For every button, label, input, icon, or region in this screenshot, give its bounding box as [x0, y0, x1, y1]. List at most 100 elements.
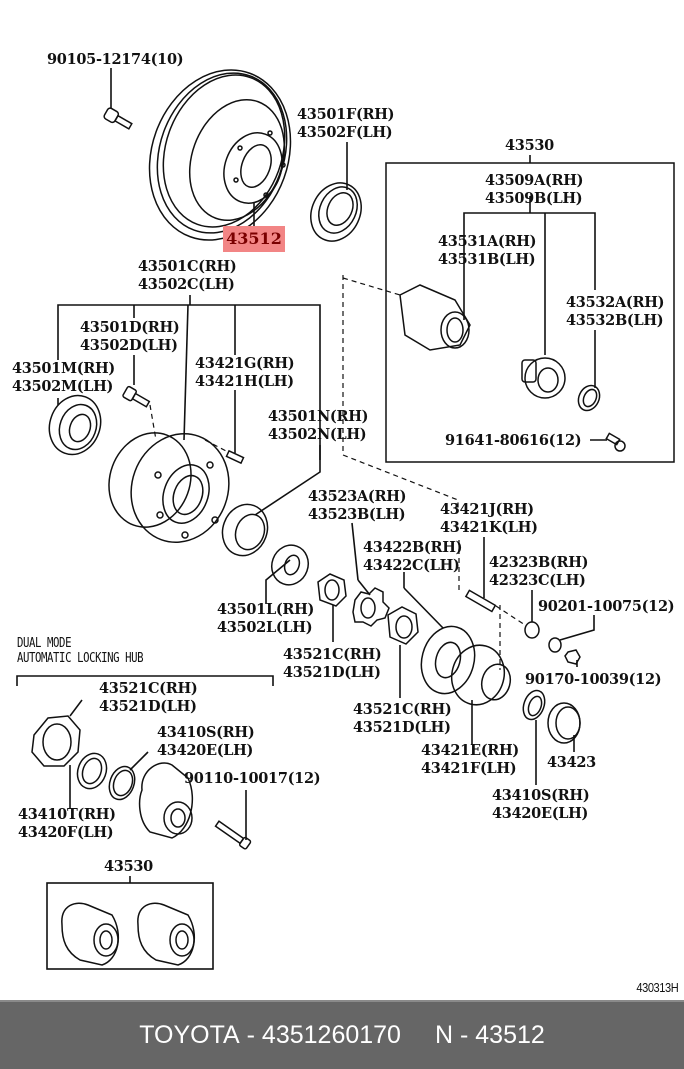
axle-hub: [108, 432, 230, 543]
note-line: DUAL MODE: [17, 636, 72, 651]
bearing-outer: [48, 394, 102, 456]
part-number: 43532A(RH): [566, 294, 665, 311]
part-label[interactable]: 43421G(RH)43421H(LH): [195, 355, 295, 390]
lock-nut: [31, 715, 81, 767]
part-number: 43523A(RH): [308, 488, 407, 505]
locking-hub-kit: [61, 902, 196, 966]
part-number: 43502M(LH): [12, 377, 114, 395]
part-number: 43502L(LH): [217, 618, 313, 636]
part-number: 43421H(LH): [195, 372, 294, 390]
part-number: 43502N(LH): [268, 425, 367, 443]
part-label[interactable]: 42323B(RH)42323C(LH): [489, 554, 588, 589]
part-label[interactable]: 43422B(RH)43422C(LH): [363, 539, 462, 574]
bolt-icon: [605, 432, 626, 452]
part-number: 43410T(RH): [18, 806, 116, 823]
brake-disc-rotor: [148, 69, 292, 241]
washer-icon: [524, 621, 540, 639]
note-line: AUTOMATIC LOCKING HUB: [17, 651, 144, 666]
part-number: 43531A(RH): [438, 233, 537, 250]
part-number: 43420F(LH): [18, 823, 114, 841]
part-number: 43521C(RH): [283, 646, 382, 663]
lock-nut: [317, 573, 347, 607]
part-number: 43523B(LH): [308, 505, 406, 523]
part-number: 43410S(RH): [492, 787, 590, 804]
part-number: 90105-12174(10): [47, 51, 184, 68]
part-label[interactable]: 43421E(RH)43421F(LH): [421, 742, 519, 777]
nut-icon: [564, 649, 581, 665]
illustration-code: 430313H: [636, 980, 678, 995]
part-number: 90170-10039(12): [525, 671, 662, 688]
part-number: 43502F(LH): [297, 123, 393, 141]
snap-ring: [522, 689, 546, 721]
part-number: 91641-80616(12): [445, 432, 582, 449]
part-number: 90110-10017(12): [184, 770, 321, 787]
o-ring: [577, 384, 601, 412]
part-label[interactable]: 43531A(RH)43531B(LH): [438, 233, 536, 268]
separator: -: [459, 1021, 469, 1049]
part-number: 43501M(RH): [12, 360, 115, 377]
part-number: 43421F(LH): [421, 759, 517, 777]
part-label[interactable]: 43501M(RH)43502M(LH): [12, 360, 115, 395]
part-label[interactable]: 43501L(RH)43502L(LH): [217, 601, 314, 636]
part-number: 43502C(LH): [138, 275, 235, 293]
part-number: 43501N(RH): [268, 408, 369, 425]
part-number: 43501L(RH): [217, 601, 315, 618]
part-number: 43420E(LH): [492, 804, 589, 822]
separator: -: [246, 1021, 255, 1049]
part-label[interactable]: 43410S(RH)43420E(LH): [157, 724, 255, 759]
part-label[interactable]: 43410T(RH)43420F(LH): [18, 806, 116, 841]
part-label[interactable]: 43501C(RH)43502C(LH): [138, 258, 237, 293]
part-number: 43521D(LH): [283, 663, 381, 681]
thrust-washer: [271, 544, 309, 586]
part-number: 43521D(LH): [353, 718, 451, 736]
part-number: 43502D(LH): [80, 336, 178, 354]
part-number: 43422C(LH): [363, 556, 460, 574]
part-number: 43531B(LH): [438, 250, 536, 268]
part-label[interactable]: 43530: [104, 858, 153, 876]
part-number: 42323B(RH): [489, 554, 589, 571]
ref-number: 43512: [475, 1021, 545, 1049]
part-label[interactable]: 43423: [547, 754, 596, 772]
part-number: 43421K(LH): [440, 518, 538, 536]
brand-name: TOYOTA: [139, 1021, 240, 1049]
part-number: 43509B(LH): [485, 189, 583, 207]
part-number: 43501D(RH): [80, 319, 180, 336]
clutch-gear: [521, 357, 566, 399]
part-number: 43421G(RH): [195, 355, 295, 372]
part-number: 43532B(LH): [566, 311, 664, 329]
part-label[interactable]: 90201-10075(12): [538, 598, 675, 616]
bolt-icon: [103, 107, 133, 130]
part-label[interactable]: 43509A(RH)43509B(LH): [485, 172, 583, 207]
part-label[interactable]: 43532A(RH)43532B(LH): [566, 294, 664, 329]
drive-flange: [420, 625, 512, 706]
part-label[interactable]: 43530: [505, 137, 554, 155]
part-label[interactable]: 90105-12174(10): [47, 51, 184, 69]
part-label[interactable]: 90170-10039(12): [525, 671, 662, 689]
part-number: 43422B(RH): [363, 539, 463, 556]
part-label[interactable]: 43501F(RH)43502F(LH): [297, 106, 395, 141]
part-label[interactable]: 43501D(RH)43502D(LH): [80, 319, 180, 354]
part-number: 43530: [505, 137, 554, 154]
part-label[interactable]: 43410S(RH)43420E(LH): [492, 787, 590, 822]
part-label[interactable]: 43521C(RH)43521D(LH): [99, 680, 198, 715]
locking-hub-body: [399, 284, 471, 351]
part-number: 43521C(RH): [353, 701, 452, 718]
part-label[interactable]: 43501N(RH)43502N(LH): [268, 408, 368, 443]
part-label[interactable]: 43523A(RH)43523B(LH): [308, 488, 406, 523]
part-label[interactable]: 43421J(RH)43421K(LH): [440, 501, 538, 536]
hub-cap: [547, 702, 581, 744]
highlighted-part-label[interactable]: 43512: [223, 226, 285, 252]
part-number: 43501F(RH): [297, 106, 395, 123]
part-label[interactable]: 91641-80616(12): [445, 432, 582, 450]
part-label[interactable]: 43521C(RH)43521D(LH): [283, 646, 382, 681]
part-label[interactable]: 90110-10017(12): [184, 770, 321, 788]
pin-icon: [225, 449, 245, 465]
locking-hub-note: DUAL MODE AUTOMATIC LOCKING HUB: [17, 636, 144, 666]
part-number: 43421E(RH): [421, 742, 519, 759]
part-label[interactable]: 43521C(RH)43521D(LH): [353, 701, 452, 736]
part-number: 43521C(RH): [99, 680, 198, 697]
part-number: 42323C(LH): [489, 571, 586, 589]
part-number: 43501C(RH): [138, 258, 237, 275]
part-number-full: 4351260170: [261, 1021, 401, 1049]
part-number: 43509A(RH): [485, 172, 584, 189]
